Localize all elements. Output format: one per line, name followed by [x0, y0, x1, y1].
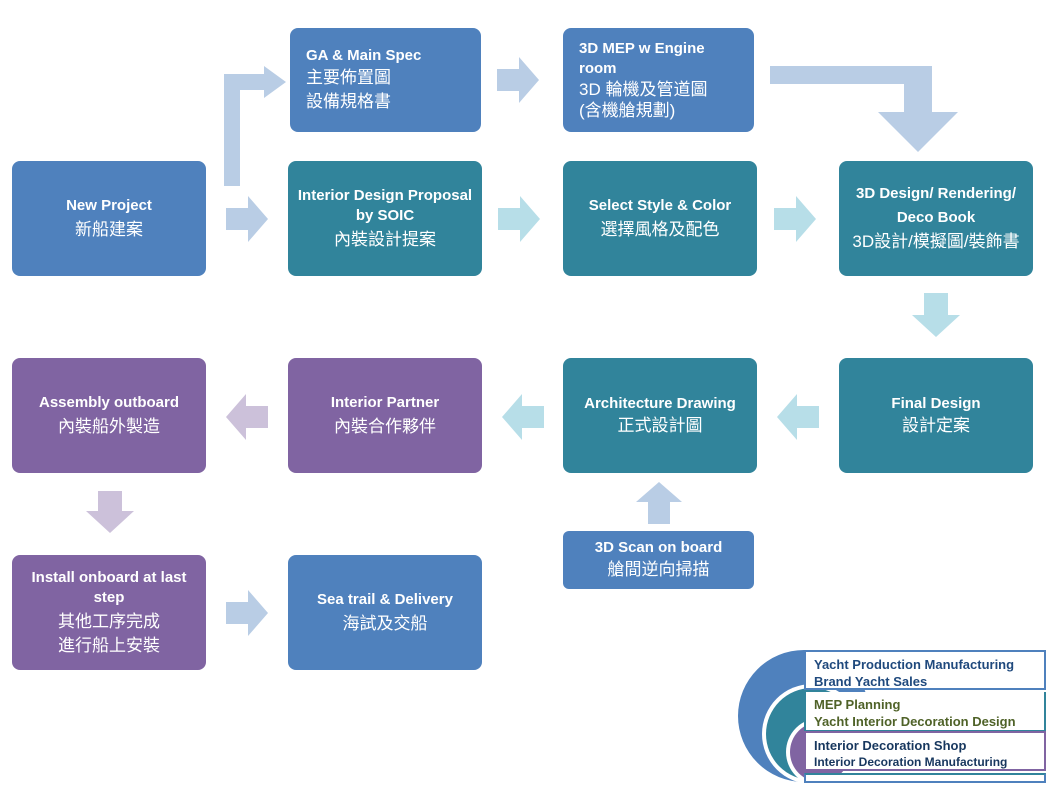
interior-proposal-cn: 內裝設計提案	[334, 229, 436, 249]
mep-3d-cn2: (含機艙規劃)	[579, 101, 676, 120]
legend-row-production: Yacht Production Manufacturing Brand Yac…	[804, 650, 1046, 690]
arrow-style-to-design	[774, 196, 816, 242]
bent-arrow-to-design	[770, 66, 962, 152]
interior-proposal-node: Interior Design Proposal by SOIC 內裝設計提案	[288, 161, 482, 276]
design-3d-en1: 3D Design/ Rendering/	[855, 184, 1017, 202]
assembly-cn: 內裝船外製造	[58, 416, 160, 436]
legend-mep-line1: MEP Planning	[814, 697, 901, 712]
install-en1: Install onboard at last	[31, 568, 187, 586]
select-style-cn: 選擇風格及配色	[600, 219, 720, 239]
new-project-en: New Project	[66, 196, 152, 214]
arrow-design-to-final	[912, 293, 960, 337]
install-node: Install onboard at last step 其他工序完成 進行船上…	[12, 555, 206, 670]
architecture-cn: 正式設計圖	[617, 415, 703, 435]
design-3d-cn: 3D設計/模擬圖/裝飾書	[852, 231, 1020, 251]
ga-spec-en: GA & Main Spec	[306, 47, 422, 64]
architecture-node: Architecture Drawing 正式設計圖	[563, 358, 757, 473]
final-design-cn: 設計定案	[902, 415, 970, 435]
ga-spec-node: GA & Main Spec 主要佈置圖 設備規格書	[290, 28, 481, 132]
assembly-node: Assembly outboard 內裝船外製造	[12, 358, 206, 473]
new-project-cn: 新船建案	[75, 219, 143, 239]
arrow-install-to-sea-trail	[226, 590, 268, 636]
architecture-en: Architecture Drawing	[584, 394, 736, 412]
arrow-scan-to-architecture	[636, 482, 682, 524]
scan-3d-cn: 艙間逆向掃描	[607, 560, 710, 579]
legend-row-shop: Interior Decoration Shop Interior Decora…	[804, 731, 1046, 771]
install-en2: step	[93, 588, 125, 606]
mep-3d-en1: 3D MEP w Engine	[579, 40, 705, 57]
scan-3d-node: 3D Scan on board 艙間逆向掃描	[563, 531, 754, 589]
arrow-ga-to-mep	[497, 57, 539, 103]
install-cn2: 進行船上安裝	[58, 635, 160, 655]
sea-trail-node: Sea trail & Delivery 海試及交船	[288, 555, 482, 670]
design-3d-node: 3D Design/ Rendering/ Deco Book 3D設計/模擬圖…	[839, 161, 1033, 276]
sea-trail-en: Sea trail & Delivery	[317, 590, 453, 608]
legend-bottom-border	[804, 773, 1046, 783]
arrow-architecture-to-partner	[502, 394, 544, 440]
legend-row-mep: MEP Planning Yacht Interior Decoration D…	[804, 692, 1046, 732]
arrow-partner-to-assembly	[226, 394, 268, 440]
assembly-en: Assembly outboard	[38, 393, 180, 411]
mep-3d-node: 3D MEP w Engine room 3D 輪機及管道圖 (含機艙規劃)	[563, 28, 754, 132]
design-3d-en2: Deco Book	[896, 208, 976, 226]
final-design-en: Final Design	[891, 394, 981, 412]
mep-3d-cn1: 3D 輪機及管道圖	[579, 80, 708, 99]
arrow-assembly-to-install	[86, 491, 134, 533]
legend-production-line1: Yacht Production Manufacturing	[814, 657, 1015, 672]
legend-mep-line2: Yacht Interior Decoration Design	[814, 714, 1016, 729]
legend-shop-line2: Interior Decoration Manufacturing	[814, 755, 1008, 769]
interior-proposal-en2: by SOIC	[355, 206, 415, 224]
arrow-new-to-proposal	[226, 196, 268, 242]
bent-arrow-to-ga	[224, 66, 290, 186]
ga-spec-cn1: 主要佈置圖	[306, 68, 391, 87]
new-project-node: New Project 新船建案	[12, 161, 206, 276]
interior-partner-node: Interior Partner 內裝合作夥伴	[288, 358, 482, 473]
interior-partner-cn: 內裝合作夥伴	[334, 416, 436, 436]
mep-3d-en2: room	[579, 60, 617, 77]
final-design-node: Final Design 設計定案	[839, 358, 1033, 473]
sea-trail-cn: 海試及交船	[342, 613, 428, 633]
interior-partner-en: Interior Partner	[330, 393, 440, 411]
ga-spec-cn2: 設備規格書	[306, 92, 391, 111]
arrow-proposal-to-style	[498, 196, 540, 242]
install-cn1: 其他工序完成	[58, 611, 160, 631]
interior-proposal-en1: Interior Design Proposal	[297, 186, 473, 204]
legend-production-line2: Brand Yacht Sales	[814, 674, 928, 689]
select-style-en: Select Style & Color	[588, 196, 732, 214]
select-style-node: Select Style & Color 選擇風格及配色	[563, 161, 757, 276]
legend-shop-line1: Interior Decoration Shop	[814, 738, 967, 753]
arrow-final-to-architecture	[777, 394, 819, 440]
scan-3d-en: 3D Scan on board	[594, 539, 723, 556]
